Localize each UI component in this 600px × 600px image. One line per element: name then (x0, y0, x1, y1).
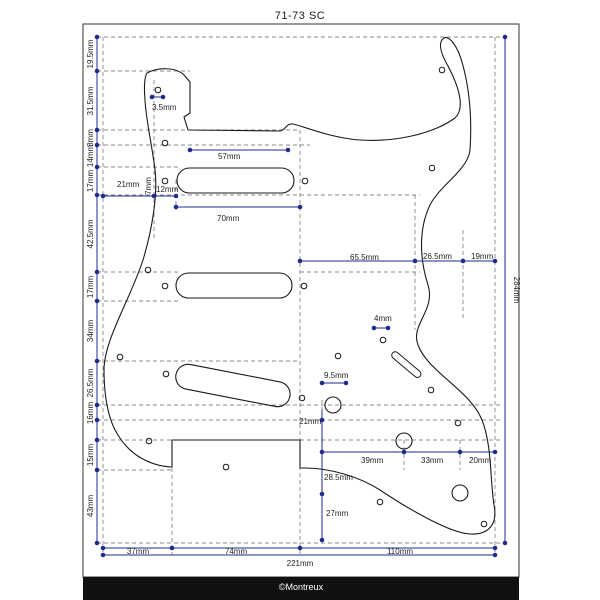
dim-label: 3.5mm (152, 103, 177, 112)
dim-label: 33mm (421, 456, 444, 465)
dim-label: 16mm (86, 402, 95, 425)
dim-label: 14mm (86, 145, 95, 168)
total-height-label: 284mm (512, 277, 521, 304)
control-holes (324, 396, 469, 502)
middle-pickup-route (175, 272, 293, 299)
dim-label: 110mm (387, 547, 413, 556)
brand-label: ©Montreux (278, 582, 324, 592)
dim-label: 9.5mm (324, 371, 349, 380)
dim-label: 65.5mm (350, 253, 379, 262)
dim-label: 19mm (471, 252, 494, 261)
dim-label: 39mm (361, 456, 384, 465)
dim-label: 12mm (156, 185, 179, 194)
pickguard-outline (103, 37, 496, 535)
dim-label: 221mm (287, 559, 314, 568)
switch-slot (391, 351, 422, 378)
dim-label: 28.5mm (324, 473, 353, 482)
dim-label: 26.5mm (86, 368, 95, 397)
sheet-border (82, 23, 520, 578)
drawing-title: 71-73 SC (274, 10, 326, 22)
dim-label: 57mm (218, 152, 241, 161)
dim-label: 27mm (326, 509, 349, 518)
guide-lines (97, 36, 505, 555)
dim-label: 26.5mm (423, 252, 452, 261)
dim-label: 15mm (86, 444, 95, 467)
dim-label: 20mm (469, 456, 492, 465)
left-dimension-labels: 19.5mm 31.5mm 8mm 14mm 17mm 42.5mm 17mm … (86, 39, 95, 517)
neck-pickup-route (176, 167, 295, 194)
bridge-pickup-route (175, 363, 291, 408)
dim-label: 37mm (127, 547, 150, 556)
dim-label: 43mm (86, 495, 95, 518)
dim-label: 21mm (117, 180, 140, 189)
dim-label: 7mm (144, 177, 153, 195)
dim-label: 17mm (86, 170, 95, 193)
bottom-dimension-labels: 37mm 74mm 110mm 221mm (127, 547, 413, 568)
dim-label: 34mm (86, 320, 95, 343)
dim-label: 42.5mm (86, 219, 95, 248)
dimension-lines (94, 34, 508, 558)
dim-label: 31.5mm (86, 86, 95, 115)
dim-label: 17mm (86, 276, 95, 299)
dim-label: 21mm (299, 417, 322, 426)
dim-label: 4mm (374, 314, 392, 323)
dim-label: 70mm (217, 214, 240, 223)
screw-holes (116, 66, 488, 528)
dim-label: 19.5mm (86, 39, 95, 68)
dim-label: 8mm (86, 129, 95, 147)
dim-label: 74mm (225, 547, 248, 556)
footer-bar: ©Montreux (83, 577, 519, 600)
inner-dimension-labels: 3.5mm 57mm 21mm 7mm 12mm 70mm 65.5mm 26.… (117, 103, 494, 518)
